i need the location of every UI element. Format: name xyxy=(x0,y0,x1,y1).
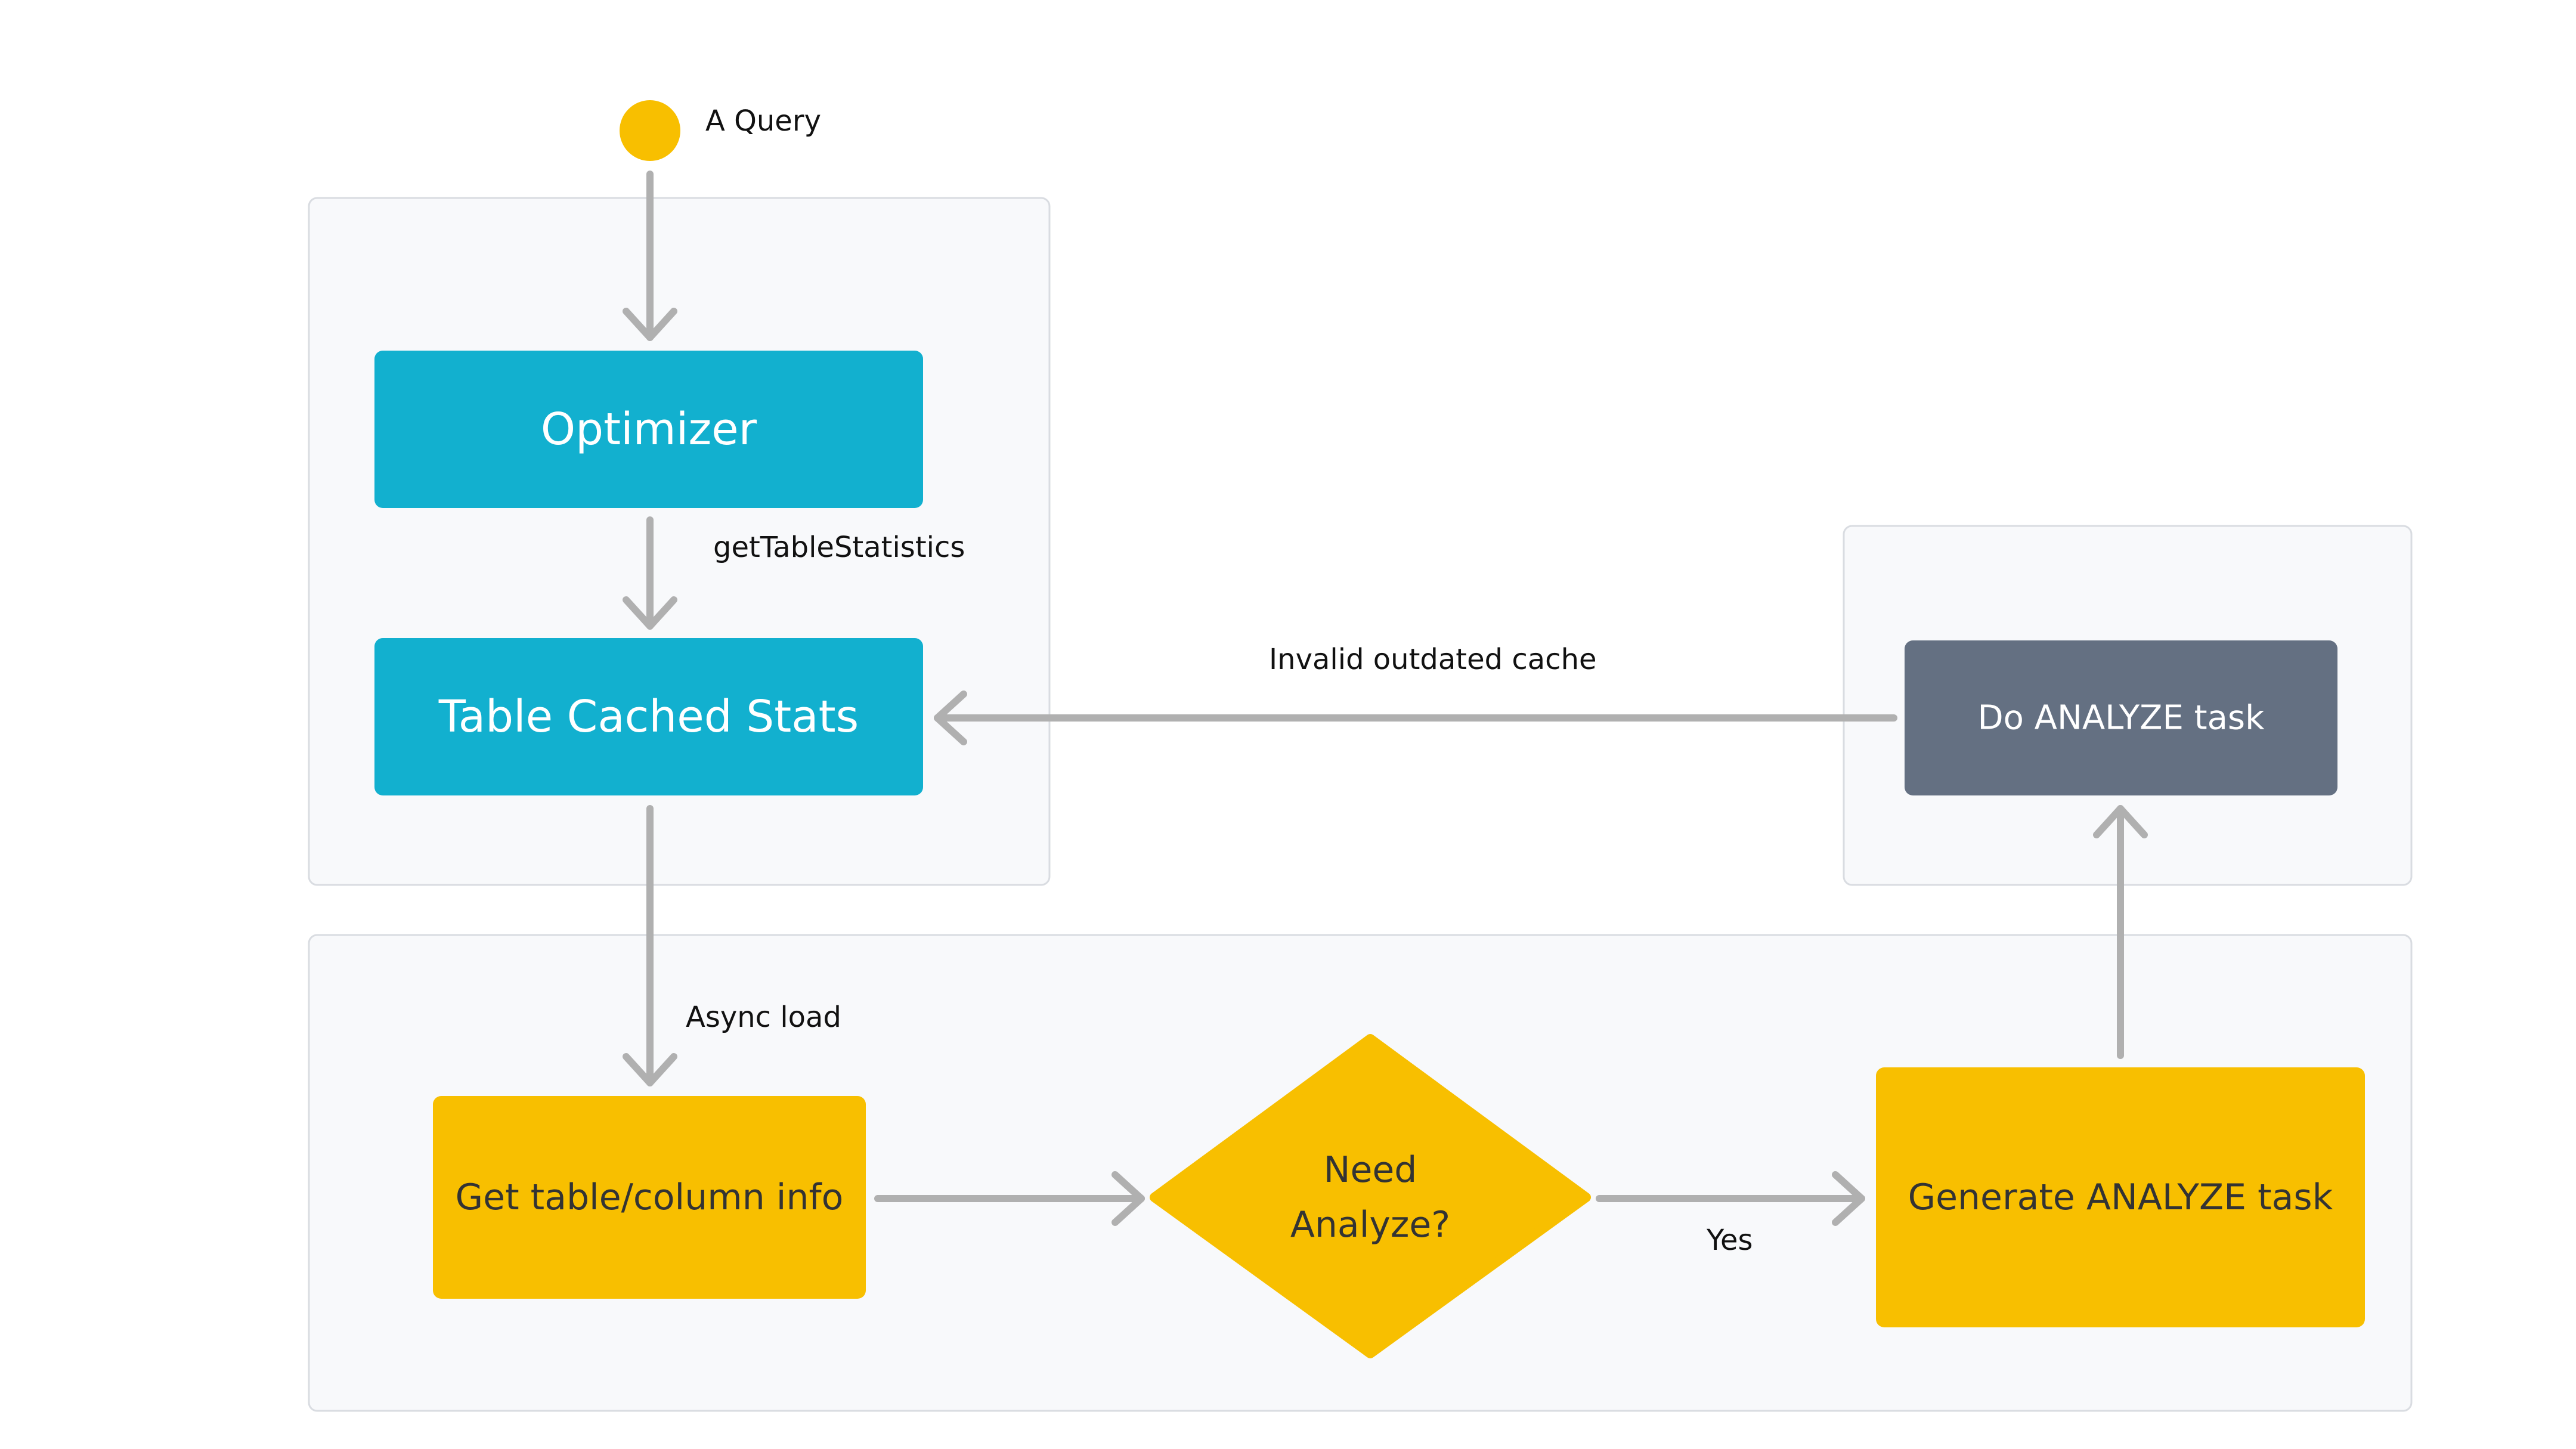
edge-label-get-table-statistics: getTableStatistics xyxy=(713,531,965,564)
need-analyze-label-line1: Need xyxy=(1324,1149,1417,1191)
arrowhead-generate-to-analyze xyxy=(2093,805,2148,838)
optimizer-label: Optimizer xyxy=(541,404,757,455)
arrowhead-decision-to-generate xyxy=(1832,1171,1865,1226)
optimizer-node xyxy=(374,351,923,508)
arrowhead-stats-to-getinfo xyxy=(623,1053,677,1086)
do-analyze-label: Do ANALYZE task xyxy=(1977,699,2265,738)
edge-label-invalid-cache: Invalid outdated cache xyxy=(1269,643,1597,676)
get-info-node xyxy=(433,1096,866,1299)
arrows xyxy=(623,171,2148,1226)
table-cached-stats-node xyxy=(374,638,923,795)
arrowhead-analyze-to-stats xyxy=(934,691,967,745)
arrowhead-query-to-optimizer xyxy=(623,308,677,341)
edge-label-async-load: Async load xyxy=(686,1001,841,1034)
get-info-label: Get table/column info xyxy=(456,1176,844,1218)
start-label: A Query xyxy=(705,104,821,138)
need-analyze-decision xyxy=(1150,1034,1591,1358)
arrowhead-getinfo-to-decision xyxy=(1111,1171,1145,1226)
do-analyze-node xyxy=(1905,640,2337,795)
generate-analyze-label: Generate ANALYZE task xyxy=(1908,1176,2333,1218)
need-analyze-label-line2: Analyze? xyxy=(1290,1204,1450,1246)
arrowhead-optimizer-to-stats xyxy=(623,596,677,630)
generate-analyze-node xyxy=(1876,1067,2365,1327)
edge-label-yes: Yes xyxy=(1706,1224,1753,1257)
table-cached-stats-label: Table Cached Stats xyxy=(438,691,859,742)
start-node xyxy=(620,100,680,161)
